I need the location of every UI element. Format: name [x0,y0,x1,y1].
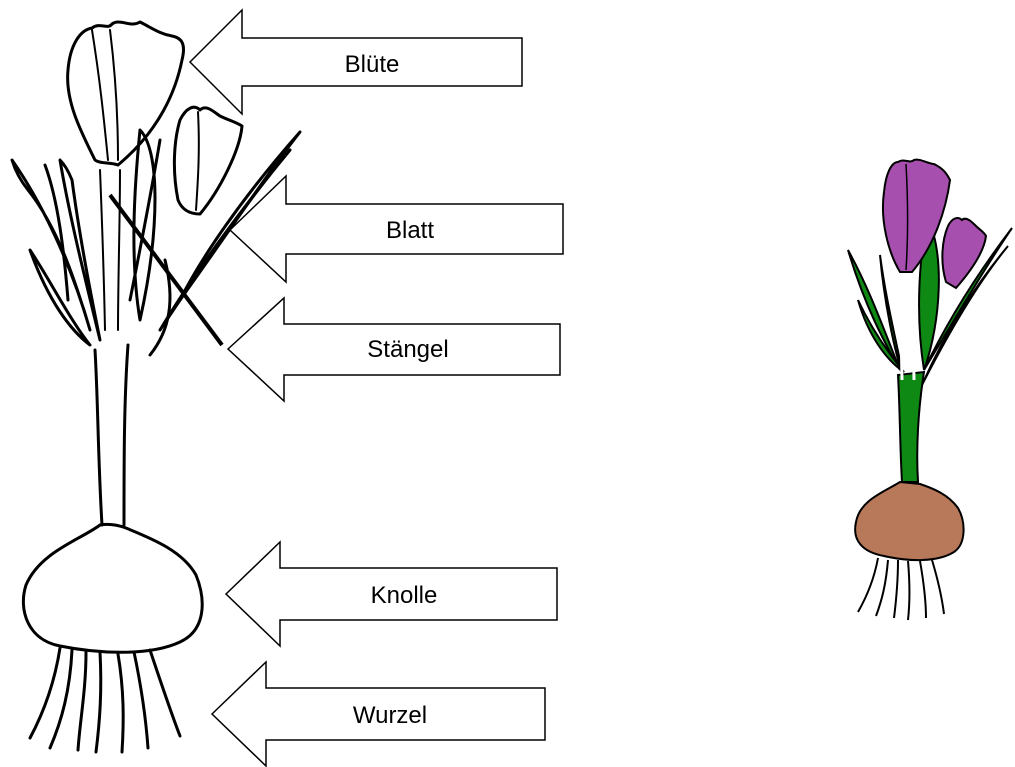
colored-roots [858,558,944,620]
colored-bulb [855,482,963,560]
stalk [95,345,128,525]
crocus-line-drawing [12,22,300,752]
label-bluete: Blüte [345,51,400,78]
label-knolle: Knolle [371,582,438,609]
colored-stalk [898,372,924,482]
arrow-wurzel: Wurzel [212,662,545,766]
arrow-staengel: Stängel [228,298,560,401]
colored-leaf-left [848,250,900,370]
colored-flower-large [883,160,950,272]
label-blatt: Blatt [386,217,434,244]
arrow-bluete: Blüte [190,10,522,114]
label-staengel: Stängel [367,336,448,363]
flower-large [68,22,184,165]
crocus-colored [848,160,1012,620]
arrow-knolle: Knolle [226,542,557,646]
bulb [23,524,202,652]
flower-small [174,107,242,214]
arrow-blatt: Blatt [230,176,563,282]
label-wurzel: Wurzel [353,702,427,729]
roots [30,648,180,752]
